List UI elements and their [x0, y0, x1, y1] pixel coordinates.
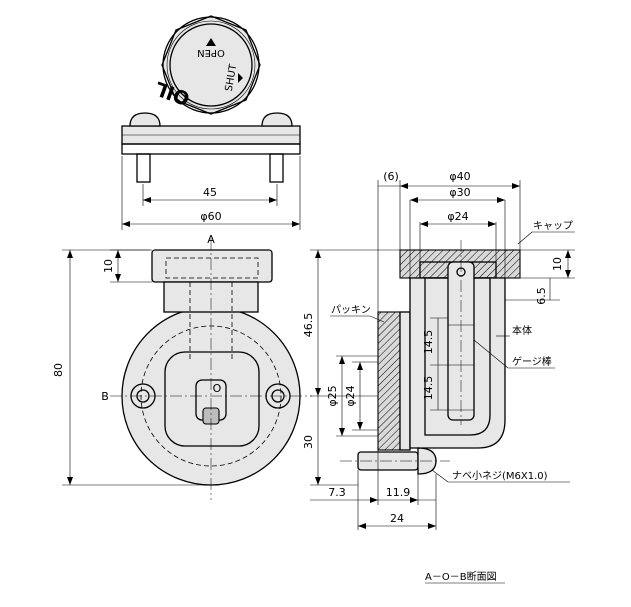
dial-octagon: [161, 15, 261, 115]
dim-6-5: 6.5: [535, 287, 548, 305]
dim-phi30: φ30: [449, 186, 470, 199]
label-b: B: [101, 390, 109, 403]
dim-phi40: φ40: [449, 170, 470, 183]
dim-paren6: (6): [383, 170, 399, 183]
dial-shut-text: SHUT: [224, 63, 240, 93]
dim-11-9: 11.9: [386, 486, 411, 499]
dim-phi24-left: φ24: [344, 385, 357, 406]
shut-arrow-icon: [238, 73, 243, 83]
label-packing: パッキン: [331, 304, 371, 316]
dial-face: [169, 23, 253, 107]
top-screw-right: [261, 112, 293, 127]
label-o: O: [213, 382, 222, 395]
label-screw: ナベ小ネジ(M6X1.0): [452, 470, 548, 482]
label-section-title: A－O－B断面図: [425, 570, 497, 583]
packing-gasket: [377, 311, 401, 451]
label-body: 本体: [512, 324, 532, 337]
open-arrow-icon: [206, 38, 216, 46]
top-screw-shank-left: [136, 153, 151, 183]
dim-10-left: 10: [102, 259, 115, 273]
dim-14-5-b: 14.5: [422, 376, 435, 401]
front-body-inner: [164, 351, 260, 447]
front-cap: [151, 249, 273, 283]
top-screw-left: [129, 112, 161, 127]
dim-phi24-top: φ24: [447, 210, 468, 223]
front-view: A B O 10 80: [52, 233, 312, 500]
dim-10-right: 10: [551, 257, 564, 271]
label-gauge-rod: ゲージ棒: [512, 355, 552, 368]
dim-7-3: 7.3: [328, 486, 346, 499]
top-view: OPEN SHUT OIL 45 φ60: [121, 15, 301, 230]
dim-24: 24: [390, 512, 404, 525]
dim-phi25: φ25: [326, 385, 339, 406]
label-cap: キャップ: [533, 220, 573, 232]
dim-phi60: φ60: [200, 210, 221, 223]
dim-45: 45: [203, 186, 217, 199]
section-view: (6) φ40 φ30 φ24 10 6.5: [302, 170, 575, 584]
dim-14-5-a: 14.5: [422, 330, 435, 355]
dial-outer-ring: [162, 16, 260, 114]
top-flange: [121, 143, 301, 155]
dim-80: 80: [52, 363, 65, 377]
label-a: A: [207, 233, 215, 246]
dim-46-5: 46.5: [302, 313, 315, 338]
dial-open-text: OPEN: [197, 47, 225, 58]
top-screw-shank-right: [269, 153, 284, 183]
dim-30: 30: [302, 435, 315, 449]
